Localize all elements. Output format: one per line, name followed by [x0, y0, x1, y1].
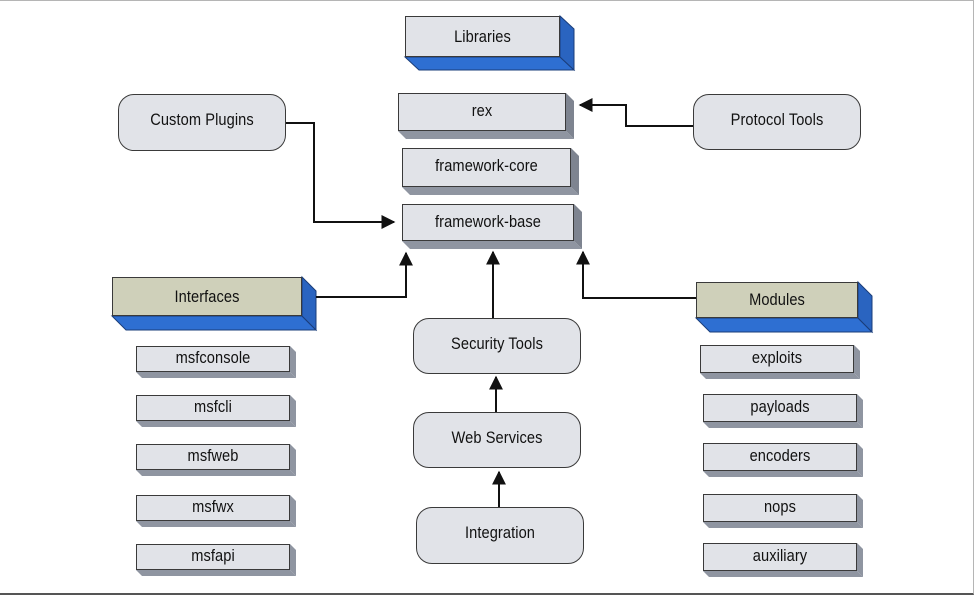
modules-list-extrusions [700, 345, 863, 577]
interfaces-box [112, 277, 302, 316]
module-item-box [703, 494, 857, 522]
protocol-tools-node [693, 94, 861, 150]
module-item-box [700, 345, 854, 373]
interface-item-label: msfcli [194, 397, 232, 416]
rex-label: rex [471, 101, 493, 120]
web-services-label: Web Services [451, 428, 543, 447]
security-tools-label: Security Tools [451, 334, 543, 353]
protocol-tools-label: Protocol Tools [730, 110, 824, 129]
custom-plugins-node [118, 94, 286, 151]
interfaces-list-extrusions [136, 346, 296, 576]
custom-plugins-label: Custom Plugins [150, 110, 254, 129]
module-item-label: nops [763, 497, 797, 516]
web-services-node [413, 412, 581, 468]
module-item-box [703, 394, 857, 422]
interface-item-label: msfapi [191, 546, 235, 565]
rex-box [398, 93, 566, 131]
module-item-label: auxiliary [752, 546, 808, 565]
modules-extrusion [694, 280, 874, 334]
interface-item-box [136, 346, 290, 372]
libraries-label: Libraries [454, 26, 511, 46]
libraries-extrusion [403, 14, 576, 72]
framework-base-label: framework-base [434, 211, 542, 231]
framework-base-extrusion [402, 204, 582, 249]
interface-item-box [136, 395, 290, 421]
modules-to-framework-base-arrow [576, 250, 696, 299]
rex-extrusion [398, 93, 574, 139]
framework-base-box [402, 204, 574, 241]
framework-core-box [402, 148, 571, 187]
module-item-label: payloads [750, 397, 810, 416]
protocol-tools-to-rex-arrow [578, 98, 693, 127]
interface-item-box [136, 544, 290, 570]
interface-item-label: msfconsole [175, 348, 251, 367]
framework-core-label: framework-core [435, 156, 538, 175]
libraries-box [405, 16, 560, 57]
module-item-label: encoders [749, 446, 811, 465]
framework-core-extrusion [402, 148, 579, 195]
module-item-box [703, 543, 857, 571]
interfaces-label: Interfaces [174, 286, 240, 306]
interfaces-extrusion [110, 275, 318, 332]
security-tools-node [413, 318, 581, 374]
module-item-label: exploits [751, 348, 803, 367]
interface-item-box [136, 495, 290, 521]
modules-box [696, 282, 858, 318]
module-item-box [703, 443, 857, 471]
modules-label: Modules [749, 290, 805, 309]
interface-item-box [136, 444, 290, 470]
interfaces-to-framework-base-arrow [316, 251, 413, 298]
custom-plugins-to-framework-base-arrow [286, 122, 396, 229]
interface-item-label: msfwx [192, 497, 234, 516]
integration-label: Integration [464, 523, 536, 542]
integration-node [416, 507, 584, 564]
connectors [286, 98, 696, 507]
interface-item-label: msfweb [187, 446, 239, 465]
